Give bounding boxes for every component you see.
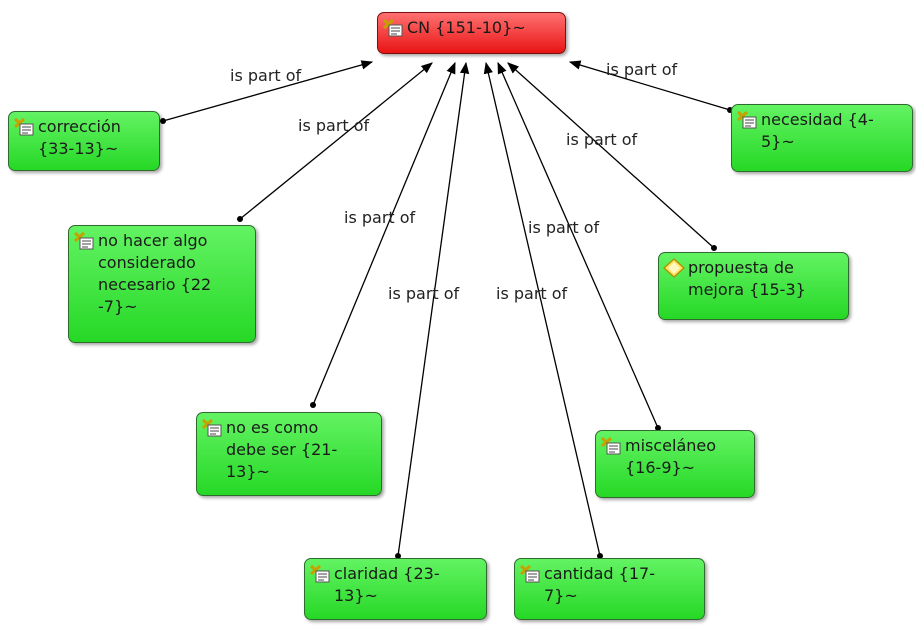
code-note-icon: [14, 117, 34, 136]
edge-endpoint: [711, 245, 717, 251]
node-propuesta-de-mejora[interactable]: propuesta de mejora {15-3}: [658, 252, 849, 320]
edge-label: is part of: [528, 218, 600, 237]
edge-endpoint: [597, 553, 603, 559]
node-claridad[interactable]: claridad {23- 13}~: [304, 558, 487, 620]
node-label: necesidad {4- 5}~: [761, 110, 874, 151]
edge-endpoint: [310, 402, 316, 408]
code-note-icon: [601, 436, 621, 455]
node-label: misceláneo {16-9}~: [625, 436, 717, 477]
code-note-icon: [74, 231, 94, 250]
node-miscelaneo[interactable]: misceláneo {16-9}~: [595, 430, 755, 498]
edge-label: is part of: [388, 284, 460, 303]
node-necesidad[interactable]: necesidad {4- 5}~: [731, 104, 913, 172]
relation-edge[interactable]: [497, 61, 659, 429]
code-note-icon: [310, 564, 330, 583]
node-label: cantidad {17- 7}~: [544, 564, 655, 605]
edge-endpoint: [395, 553, 401, 559]
diamond-code-icon: [663, 258, 685, 278]
relation-edge[interactable]: [162, 60, 374, 122]
relation-edge[interactable]: [239, 62, 433, 220]
edge-label: is part of: [230, 66, 302, 85]
edge-endpoint: [237, 216, 243, 222]
node-label: corrección {33-13}~: [38, 117, 121, 158]
node-label: no es como debe ser {21- 13}~: [226, 418, 338, 481]
code-note-icon: [202, 418, 222, 437]
edge-label: is part of: [344, 208, 416, 227]
node-no-es-como[interactable]: no es como debe ser {21- 13}~: [196, 412, 382, 496]
edge-label: is part of: [298, 116, 370, 135]
edge-label: is part of: [606, 60, 678, 79]
relation-edge[interactable]: [568, 60, 731, 111]
node-correccion[interactable]: corrección {33-13}~: [8, 111, 160, 171]
node-cantidad[interactable]: cantidad {17- 7}~: [514, 558, 705, 620]
relation-edge[interactable]: [397, 61, 470, 557]
code-note-icon: [737, 110, 757, 129]
node-no-hacer-algo[interactable]: no hacer algo considerado necesario {22 …: [68, 225, 256, 343]
edge-label: is part of: [496, 284, 568, 303]
relation-edge[interactable]: [507, 62, 715, 249]
root-node-cn[interactable]: CN {151-10}~: [377, 12, 566, 54]
node-label: no hacer algo considerado necesario {22 …: [98, 231, 212, 316]
relation-edge[interactable]: [483, 61, 601, 557]
code-note-icon: [520, 564, 540, 583]
relation-edge[interactable]: [312, 61, 456, 406]
node-label: CN {151-10}~: [407, 18, 526, 37]
code-note-icon: [383, 18, 403, 37]
edge-endpoint: [655, 425, 661, 431]
edge-label: is part of: [566, 130, 638, 149]
node-label: claridad {23- 13}~: [334, 564, 440, 605]
edge-endpoint: [160, 118, 166, 124]
node-label: propuesta de mejora {15-3}: [688, 258, 806, 299]
